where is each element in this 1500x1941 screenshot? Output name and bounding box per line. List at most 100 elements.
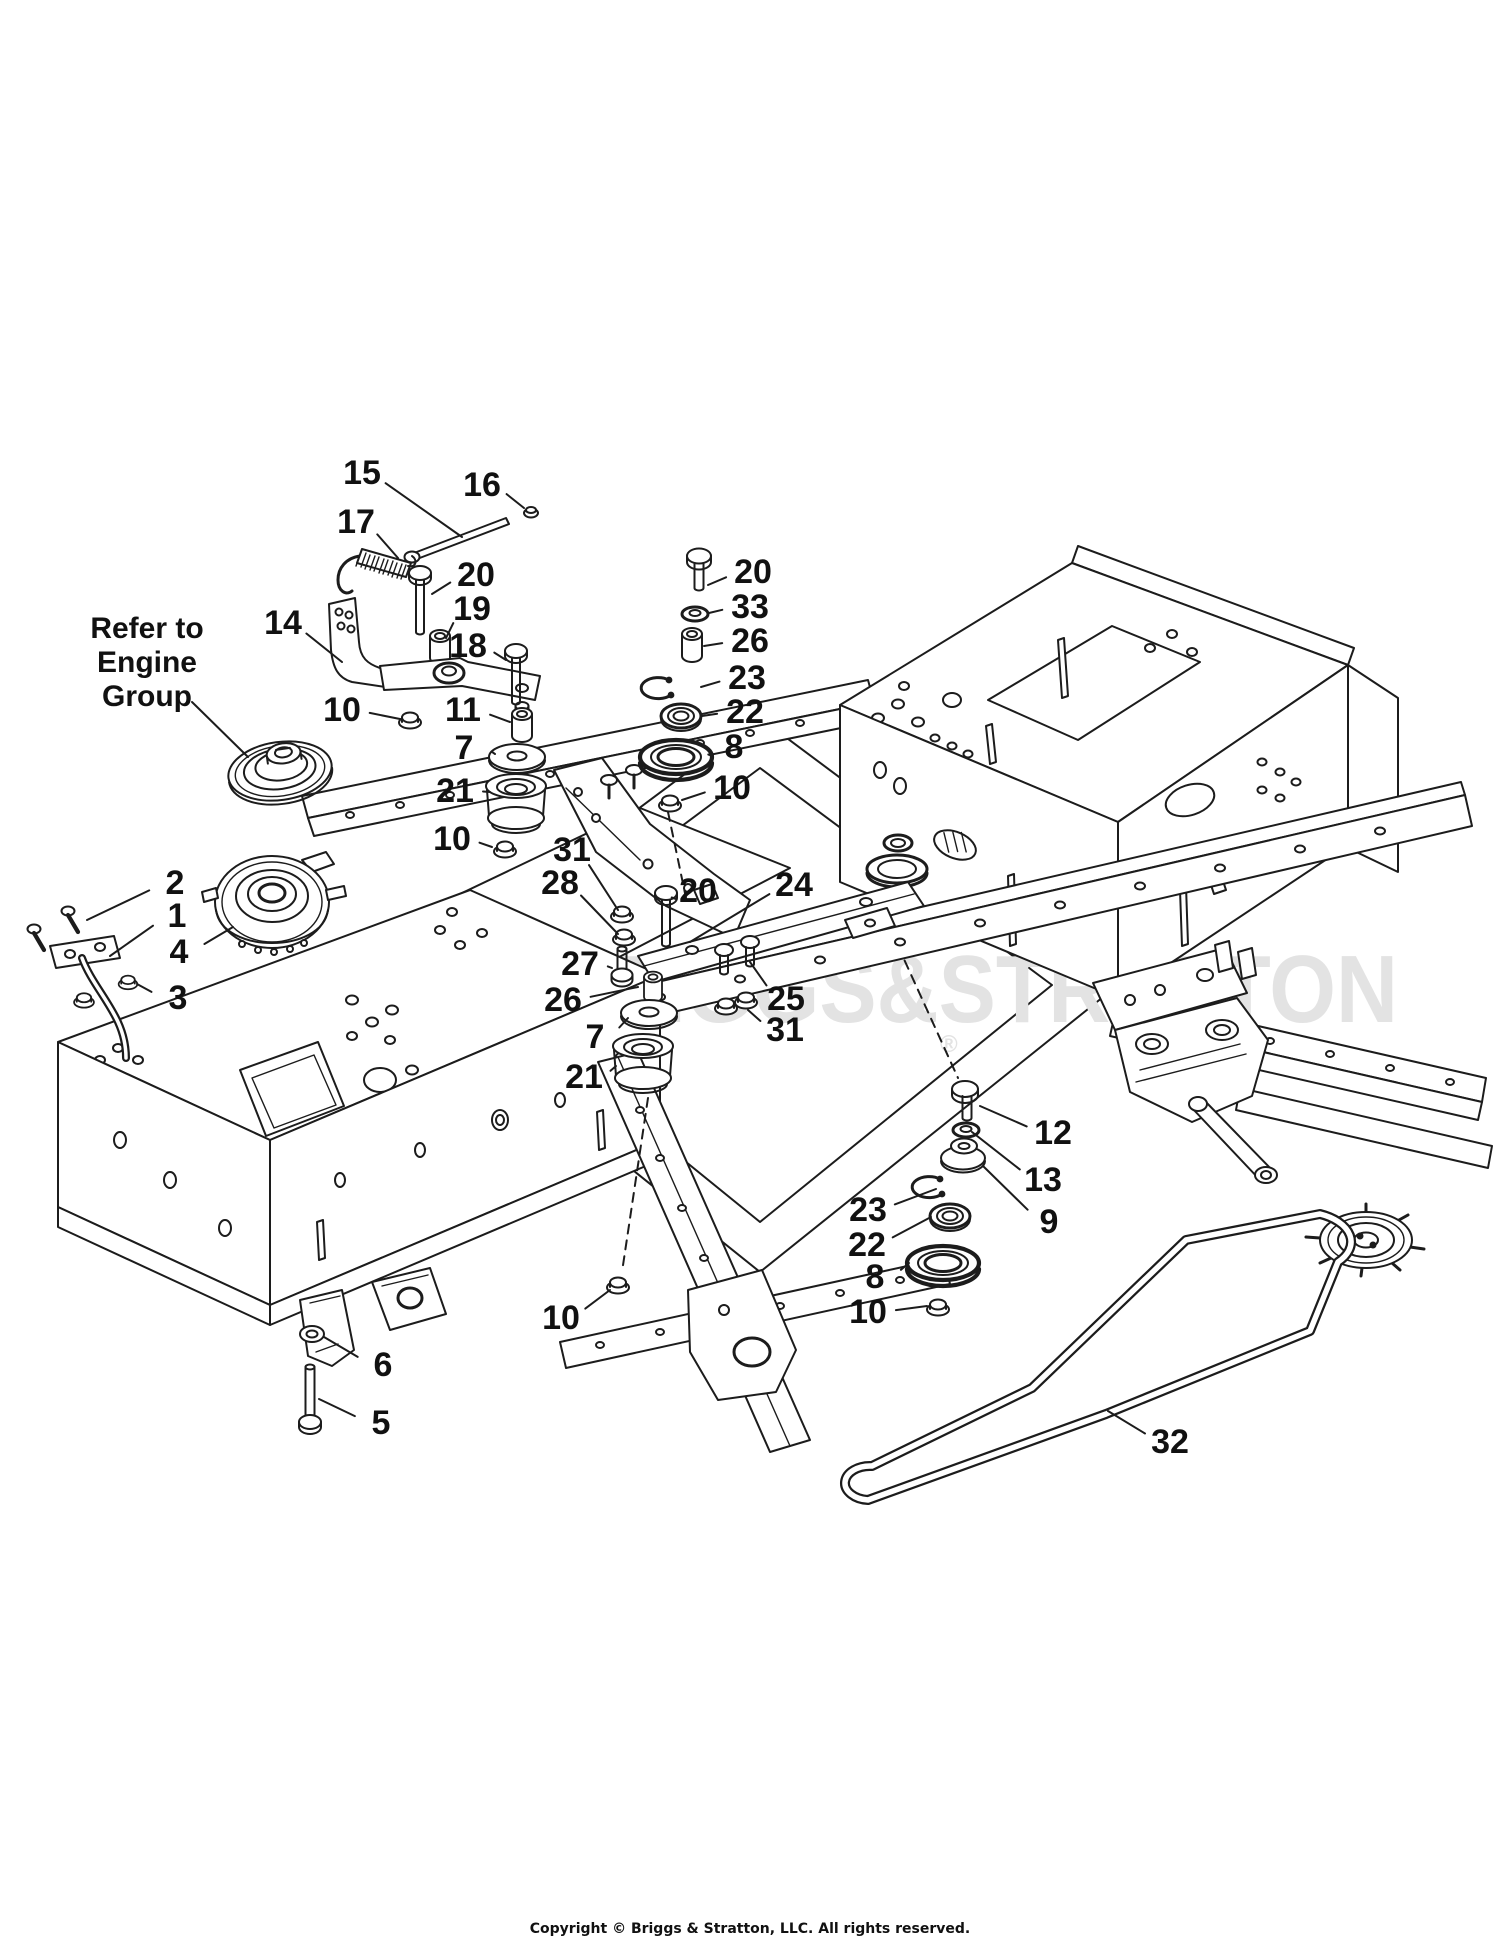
leader-line [384,482,463,538]
callout-14: 14 [264,604,302,642]
callout-4: 4 [170,933,189,971]
watermark-registered-mark: ® [940,1031,958,1058]
leader-line [584,1289,611,1310]
leader-line [893,1188,937,1206]
callout-21: 21 [436,772,474,810]
leader-line [747,1009,762,1022]
leader-line [708,608,724,614]
callout-26: 26 [544,981,582,1019]
leader-line [431,581,452,595]
callout-10: 10 [323,691,361,729]
callout-18: 18 [449,627,487,665]
callout-12: 12 [1034,1114,1072,1152]
mount-plate-24-group [637,881,925,1016]
nut-16 [523,506,539,519]
callout-27: 27 [561,945,599,983]
leader-line [609,1065,617,1072]
callout-7: 7 [586,1018,605,1056]
callout-31: 31 [553,831,591,869]
assembly-axis-dashed-line [897,945,959,1079]
electric-clutch [201,851,347,956]
leader-line [681,791,706,801]
leader-line [689,893,771,943]
clutch-anchor-bracket [26,905,139,1062]
bracket-14 [328,597,541,701]
leader-line [749,961,768,987]
callout-8: 8 [866,1258,885,1296]
engine-note-line: Group [102,680,192,713]
idler-stack-right [907,1080,986,1317]
callout-5: 5 [372,1404,391,1442]
callout-8: 8 [725,728,744,766]
engine-note-leader-line [191,701,249,758]
center-bracket [553,757,751,939]
leader-line [376,533,399,559]
callout-10: 10 [542,1299,580,1337]
callout-15: 15 [343,454,381,492]
callout-22: 22 [726,693,764,731]
callout-33: 33 [731,588,769,626]
leader-line [490,750,496,755]
engine-group-note: Refer to Engine Group [90,612,203,713]
leader-line [318,1398,356,1418]
leader-line [700,680,721,688]
rod-15 [413,517,510,560]
leader-line [894,1305,928,1312]
callout-10: 10 [849,1293,887,1331]
leader-line [580,894,619,935]
callout-23: 23 [849,1191,887,1229]
callout-10: 10 [713,769,751,807]
leader-line [707,753,714,757]
callout-7: 7 [455,729,474,767]
leader-line [86,889,151,921]
leader-line [1107,1410,1146,1435]
leader-line [971,1131,1021,1171]
idler-stack-left [485,701,547,859]
idler-stack-top-center [640,547,712,813]
front-frame-box [57,889,661,1367]
leader-line [505,493,525,509]
leader-line [588,864,619,911]
callout-1: 1 [168,897,187,935]
callout-17: 17 [337,503,375,541]
callout-16: 16 [463,466,501,504]
frame-bolt-group [298,1325,325,1435]
assembly-axis-dashed-line [621,1097,649,1273]
callout-9: 9 [1040,1203,1059,1241]
callout-21: 21 [565,1058,603,1096]
cross-members [371,1051,951,1453]
callout-28: 28 [541,864,579,902]
callout-3: 3 [169,979,188,1017]
leader-line [701,712,719,717]
callout-32: 32 [1151,1423,1189,1461]
bolt-18 [504,643,528,706]
leader-line [891,1216,932,1239]
leader-line [109,924,154,957]
leader-line [203,926,234,945]
leader-line [589,986,639,998]
leader-line [305,632,343,663]
leader-line [136,983,153,993]
leader-line [707,576,728,586]
leader-line [899,1262,910,1271]
callout-2: 2 [166,864,185,902]
leader-line [606,965,613,969]
callout-20: 20 [734,553,772,591]
drive-belt [840,1209,1357,1505]
leader-line [979,1105,1028,1128]
callout-31: 31 [766,1011,804,1049]
leader-line [323,1336,359,1358]
leader-line [489,713,511,723]
leader-line [493,651,507,661]
leader-line [478,841,493,848]
callout-19: 19 [453,590,491,628]
callout-24: 24 [775,866,813,904]
idler-stack-bottom-center [606,905,678,1295]
leader-line [445,622,455,639]
callout-26: 26 [731,622,769,660]
leader-line [482,790,491,793]
engine-note-line: Engine [97,646,197,679]
